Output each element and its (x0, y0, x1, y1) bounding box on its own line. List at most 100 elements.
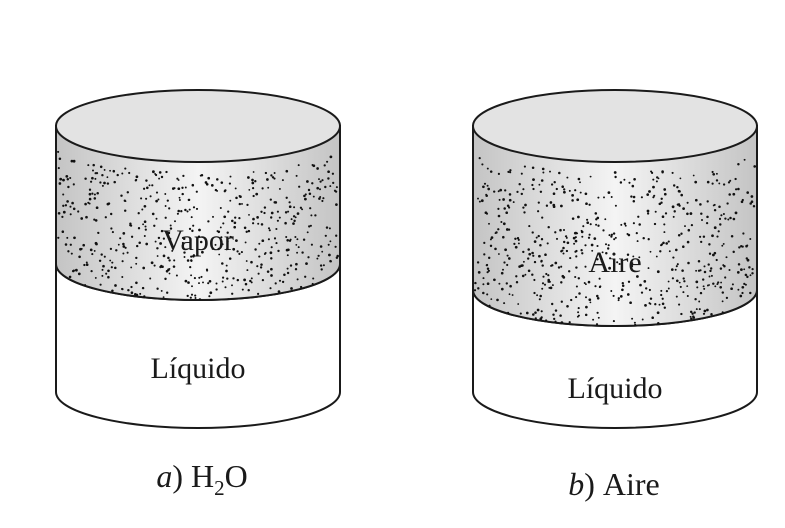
particle-dot (110, 266, 113, 269)
particle-dot (192, 224, 195, 227)
particle-dot (293, 219, 296, 223)
particle-dot (129, 224, 132, 227)
particle-dot (252, 171, 255, 173)
particle-dot (215, 282, 218, 285)
particle-dot (722, 212, 725, 216)
particle-dot (527, 269, 531, 273)
particle-dot (653, 222, 657, 226)
particle-dot (172, 265, 176, 268)
particle-dot (160, 175, 164, 179)
particle-dot (173, 259, 176, 262)
particle-dot (710, 267, 713, 270)
particle-dot (93, 193, 96, 196)
particle-dot (335, 256, 339, 259)
particle-dot (111, 289, 114, 293)
particle-dot (99, 165, 103, 169)
particle-dot (676, 263, 679, 266)
particle-dot (716, 235, 719, 238)
caption-b: b)Aire (568, 466, 660, 502)
particle-dot (584, 192, 588, 196)
particle-dot (236, 278, 240, 282)
particle-dot (607, 191, 611, 194)
particle-dot (532, 313, 535, 316)
particle-dot (649, 302, 652, 305)
particle-dot (519, 312, 522, 315)
particle-dot (594, 285, 597, 288)
particle-dot (306, 180, 309, 183)
particle-dot (541, 264, 544, 267)
particle-dot (270, 257, 273, 260)
particle-dot (164, 216, 167, 219)
particle-dot (708, 243, 711, 246)
particle-dot (241, 202, 243, 205)
particle-dot (595, 218, 598, 221)
particle-dot (226, 277, 229, 280)
particle-dot (181, 192, 184, 196)
particle-dot (514, 237, 517, 241)
particle-dot (711, 170, 714, 174)
particle-dot (562, 228, 566, 232)
particle-dot (119, 237, 122, 240)
particle-dot (283, 273, 286, 277)
particle-dot (531, 273, 534, 276)
particle-dot (292, 222, 295, 225)
particle-dot (515, 275, 518, 278)
particle-dot (188, 227, 192, 231)
particle-dot (730, 287, 733, 291)
particle-dot (574, 189, 577, 192)
particle-dot (114, 266, 117, 270)
particle-dot (482, 277, 485, 280)
particle-dot (577, 177, 581, 181)
particle-dot (298, 185, 301, 188)
particle-dot (252, 222, 255, 225)
particle-dot (308, 225, 311, 228)
particle-dot (699, 291, 703, 295)
particle-dot (561, 185, 564, 188)
particle-dot (715, 258, 718, 262)
particle-dot (574, 275, 577, 279)
particle-dot (202, 281, 204, 284)
particle-dot (189, 296, 192, 299)
particle-dot (176, 177, 179, 180)
particle-dot (705, 221, 709, 225)
particle-dot (62, 204, 65, 207)
particle-dot (502, 198, 505, 201)
particle-dot (61, 215, 64, 218)
particle-dot (208, 279, 212, 283)
particle-dot (191, 285, 193, 288)
particle-dot (535, 236, 538, 239)
particle-dot (105, 272, 108, 275)
particle-dot (656, 270, 660, 274)
particle-dot (574, 239, 578, 243)
particle-dot (610, 235, 613, 238)
particle-dot (224, 286, 227, 289)
particle-dot (289, 264, 293, 267)
particle-dot (504, 248, 507, 252)
particle-dot (592, 318, 595, 321)
particle-dot (594, 212, 598, 215)
particle-dot (645, 287, 648, 290)
particle-dot (296, 212, 300, 215)
particle-dot (545, 204, 549, 207)
particle-dot (654, 210, 657, 213)
particle-dot (667, 280, 670, 283)
particle-dot (162, 254, 166, 258)
particle-dot (562, 246, 565, 250)
particle-dot (507, 170, 510, 174)
particle-dot (225, 264, 228, 267)
particle-dot (57, 150, 60, 153)
particle-dot (581, 252, 584, 255)
particle-dot (287, 210, 290, 213)
particle-dot (228, 257, 232, 260)
particle-dot (528, 252, 532, 256)
particle-dot (236, 250, 239, 253)
particle-dot (642, 236, 645, 240)
particle-dot (534, 311, 537, 314)
particle-dot (273, 172, 276, 174)
particle-dot (57, 236, 60, 239)
particle-dot (503, 261, 506, 264)
cylinder-b: Aire Líquido (472, 89, 758, 429)
particle-dot (686, 201, 689, 204)
particle-dot (717, 281, 720, 284)
particle-dot (719, 267, 723, 270)
